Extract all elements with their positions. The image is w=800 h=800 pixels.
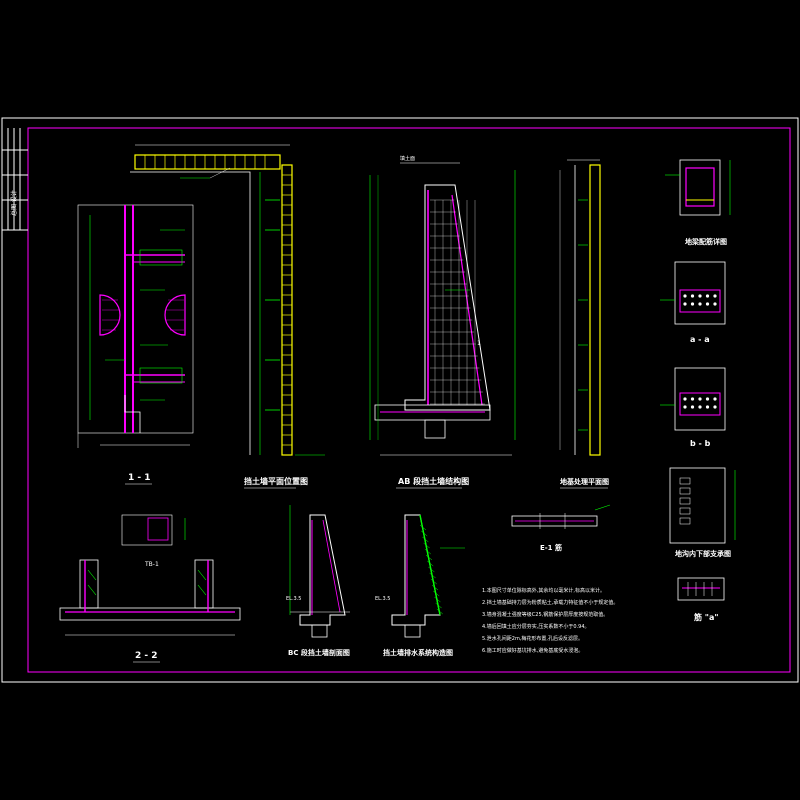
beam-reinf-view: 地梁配筋详图: [665, 159, 731, 246]
wall-elevation-view: 填土面 1 AB 段挡土墙结构图: [369, 155, 516, 489]
rebar-dot: [683, 397, 687, 401]
rebar-dot: [683, 405, 687, 409]
rebar-dot: [698, 302, 702, 306]
note-line: 3.墙身混凝土强度等级C25,钢筋保护层厚度按规范取值。: [482, 611, 608, 618]
title-strip: 总图 设计: [2, 128, 28, 231]
rebar-dot: [705, 405, 710, 409]
section-a-a-label: a - a: [690, 335, 710, 344]
wall-section-b-view: EL.3.5 BC 段挡土墙剖面图: [286, 505, 350, 657]
wall-section-b-label: BC 段挡土墙剖面图: [288, 648, 350, 657]
beam-reinf-label: 地梁配筋详图: [685, 237, 727, 246]
rebar-dot: [698, 405, 702, 409]
inner-border: [27, 127, 791, 673]
rebar-dot: [713, 302, 717, 306]
section-2-2-view: TB-1 2 - 2: [59, 514, 241, 663]
rebar-dot: [690, 302, 695, 306]
bar-a-label: 筋 "a": [693, 612, 719, 622]
svg-text:EL.3.5: EL.3.5: [286, 596, 302, 602]
rebar-dot: [705, 397, 710, 401]
rebar-dot: [713, 294, 717, 298]
wall-drain-view: EL.3.5 挡土墙排水系统构造图: [375, 514, 465, 657]
svg-text:1: 1: [477, 340, 481, 347]
column-reinf-view: 地沟内下部支承图: [669, 467, 736, 558]
note-line: 6.施工时应做好基坑排水,避免基底受水浸泡。: [482, 647, 583, 654]
rebar-dot: [683, 294, 687, 298]
note-line: 4.墙后回填土应分层夯实,压实系数不小于0.94。: [482, 623, 590, 630]
ground-elevation-label: 地基处理平面图: [560, 477, 609, 486]
note-line: 1.本图尺寸单位除标高外,其余均以毫米计,标高以米计。: [482, 587, 605, 594]
bar-detail-label: E-1 筋: [540, 543, 562, 552]
note-line: 2.挡土墙基础持力层为粉质粘土,承载力特征值不小于规定值。: [482, 599, 618, 606]
bar-detail-view: E-1 筋: [511, 504, 611, 552]
rebar-dot: [683, 302, 687, 306]
bar-a-view: 筋 "a": [677, 577, 725, 622]
rebar-dot: [690, 397, 695, 401]
ground-elevation-view: 地基处理平面图: [559, 159, 609, 489]
section-b-b-label: b - b: [690, 439, 711, 448]
title-block-text: 总图 设计: [10, 190, 18, 216]
rebar-dot: [705, 302, 710, 306]
section-1-1-view: 1 - 1: [77, 204, 194, 485]
section-1-1-label: 1 - 1: [128, 473, 151, 483]
rebar-dot: [690, 294, 695, 298]
plan-layout-label: 挡土墙平面位置图: [244, 476, 308, 486]
svg-text:填土面: 填土面: [400, 155, 415, 162]
rebar-dot: [698, 294, 702, 298]
section-b-b-view: b - b: [660, 367, 726, 448]
rebar-dot: [705, 294, 710, 298]
wall-drain-label: 挡土墙排水系统构造图: [383, 648, 453, 657]
plan-layout-view: 挡土墙平面位置图: [130, 144, 325, 489]
notes-block: 1.本图尺寸单位除标高外,其余均以毫米计,标高以米计。 2.挡土墙基础持力层为粉…: [482, 587, 618, 654]
rebar-dot: [713, 405, 717, 409]
svg-text:TB-1: TB-1: [144, 561, 159, 568]
wall-elevation-label: AB 段挡土墙结构图: [398, 476, 469, 486]
svg-text:EL.3.5: EL.3.5: [375, 596, 391, 602]
rebar-dot: [690, 405, 695, 409]
note-line: 5.泄水孔间距2m,梅花形布置,孔后设反滤层。: [482, 635, 583, 642]
rebar-dot: [698, 397, 702, 401]
rebar-dot: [713, 397, 717, 401]
outer-border: [1, 117, 799, 683]
column-reinf-label: 地沟内下部支承图: [675, 549, 731, 558]
section-2-2-label: 2 - 2: [135, 651, 158, 661]
section-a-a-view: a - a: [660, 261, 726, 344]
